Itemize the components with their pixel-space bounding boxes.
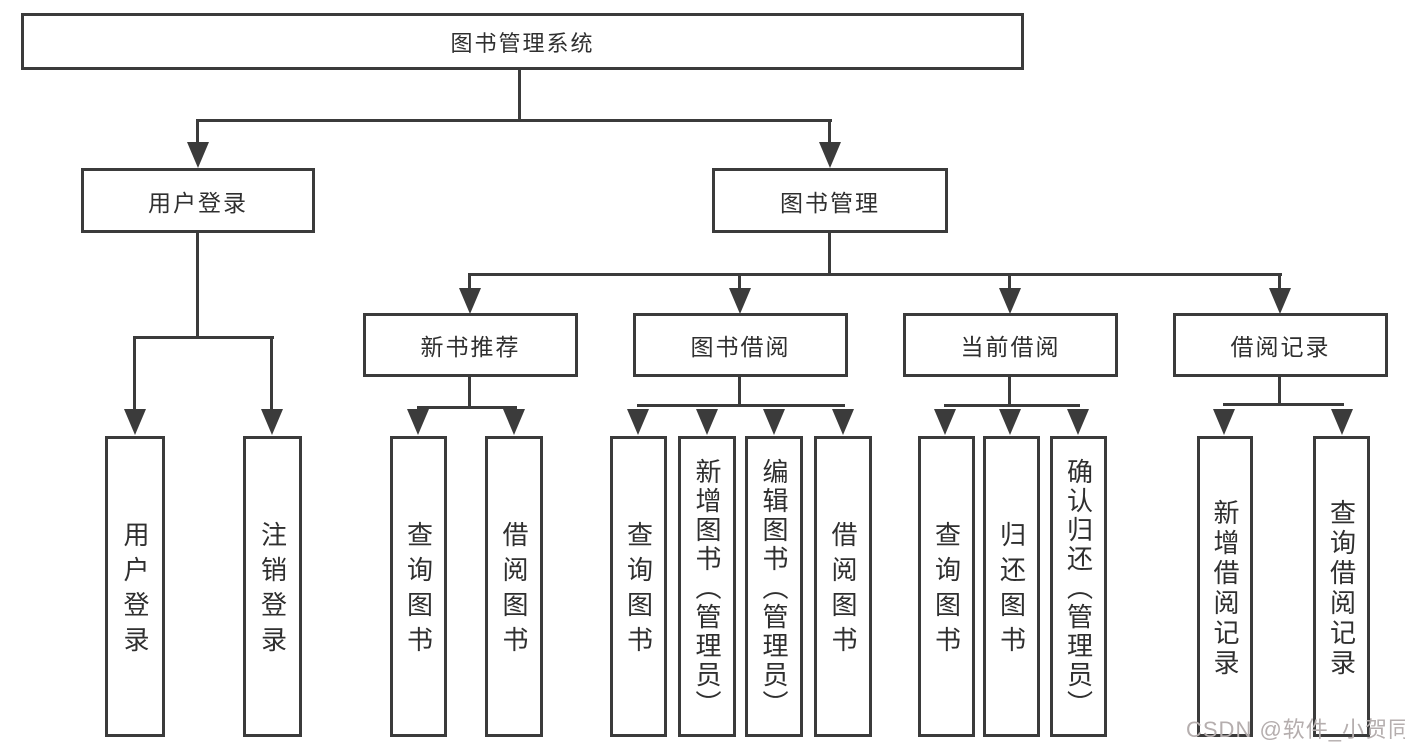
leaf-borrow-books-borrowing-label: 借阅图书 xyxy=(828,521,858,661)
edge-bookmgmt-drop-3 xyxy=(1008,273,1011,290)
leaf-edit-book-admin-label: 编辑图书（管理员） xyxy=(759,457,789,719)
node-user-login: 用户登录 xyxy=(81,168,315,233)
leaf-borrow-books-borrowing: 借阅图书 xyxy=(814,436,872,737)
leaf-borrow-books-newbook-label: 借阅图书 xyxy=(499,521,529,661)
leaf-user-login: 用户登录 xyxy=(105,436,165,737)
arrowhead-down-icon xyxy=(729,288,751,314)
edge-userlogin-drop-1 xyxy=(133,336,136,411)
leaf-borrow-books-newbook: 借阅图书 xyxy=(485,436,543,737)
leaf-add-borrow-record: 新增借阅记录 xyxy=(1197,436,1253,737)
edge-currentborrow-bar xyxy=(944,404,1080,407)
watermark: CSDN @软件_小贺同学 xyxy=(1186,717,1405,742)
leaf-edit-book-admin: 编辑图书（管理员） xyxy=(745,436,803,737)
edge-root-drop-right xyxy=(828,119,831,145)
arrowhead-down-icon xyxy=(763,409,785,435)
node-book-management: 图书管理 xyxy=(712,168,948,233)
leaf-add-book-admin: 新增图书（管理员） xyxy=(678,436,736,737)
leaf-query-books-current: 查询图书 xyxy=(918,436,975,737)
leaf-query-books-newbook: 查询图书 xyxy=(390,436,447,737)
arrowhead-down-icon xyxy=(819,142,841,168)
edge-bookmgmt-bar xyxy=(468,273,1282,276)
arrowhead-down-icon xyxy=(696,409,718,435)
edge-root-drop-left xyxy=(196,119,199,145)
node-book-borrowing: 图书借阅 xyxy=(633,313,848,377)
arrowhead-down-icon xyxy=(999,409,1021,435)
node-root-label: 图书管理系统 xyxy=(450,30,595,56)
leaf-add-borrow-record-label: 新增借阅记录 xyxy=(1210,498,1240,679)
node-root: 图书管理系统 xyxy=(21,13,1024,70)
node-current-borrowing-label: 当前借阅 xyxy=(960,334,1061,360)
arrowhead-down-icon xyxy=(459,288,481,314)
node-book-management-label: 图书管理 xyxy=(780,189,880,216)
leaf-query-books-borrowing-label: 查询图书 xyxy=(623,521,654,661)
arrowhead-down-icon xyxy=(999,288,1021,314)
arrowhead-down-icon xyxy=(503,409,525,435)
node-new-book-recommendation-label: 新书推荐 xyxy=(420,334,521,360)
edge-userlogin-bar xyxy=(133,336,274,339)
leaf-confirm-return-admin: 确认归还（管理员） xyxy=(1050,436,1107,737)
leaf-confirm-return-admin-label: 确认归还（管理员） xyxy=(1063,457,1094,719)
node-current-borrowing: 当前借阅 xyxy=(903,313,1118,377)
node-book-borrowing-label: 图书借阅 xyxy=(690,334,791,360)
leaf-return-books-label: 归还图书 xyxy=(996,521,1027,661)
node-borrowing-records: 借阅记录 xyxy=(1173,313,1388,377)
edge-bookmgmt-drop-1 xyxy=(468,273,471,290)
node-user-login-label: 用户登录 xyxy=(148,189,248,216)
edge-currentborrow-stem xyxy=(1008,377,1011,406)
edge-bookborrow-stem xyxy=(738,377,741,406)
arrowhead-down-icon xyxy=(1067,409,1089,435)
edge-borrowrecords-bar xyxy=(1223,403,1344,406)
edge-root-bar xyxy=(196,119,832,122)
leaf-query-books-borrowing: 查询图书 xyxy=(610,436,667,737)
leaf-query-borrow-record: 查询借阅记录 xyxy=(1313,436,1370,737)
arrowhead-down-icon xyxy=(934,409,956,435)
leaf-add-book-admin-label: 新增图书（管理员） xyxy=(692,457,722,719)
leaf-query-books-newbook-label: 查询图书 xyxy=(403,521,434,661)
node-new-book-recommendation: 新书推荐 xyxy=(363,313,578,377)
node-borrowing-records-label: 借阅记录 xyxy=(1230,334,1331,360)
leaf-query-borrow-record-label: 查询借阅记录 xyxy=(1326,498,1357,679)
leaf-logout-label: 注销登录 xyxy=(257,521,288,661)
edge-userlogin-stem xyxy=(196,233,199,337)
leaf-query-books-current-label: 查询图书 xyxy=(931,521,962,661)
edge-bookborrow-bar xyxy=(637,404,845,407)
arrowhead-down-icon xyxy=(124,409,146,435)
arrowhead-down-icon xyxy=(1331,409,1353,435)
arrowhead-down-icon xyxy=(832,409,854,435)
edge-bookmgmt-stem xyxy=(828,233,831,275)
edge-newbook-stem xyxy=(468,377,471,408)
arrowhead-down-icon xyxy=(1213,409,1235,435)
leaf-user-login-label: 用户登录 xyxy=(120,521,150,661)
edge-newbook-bar xyxy=(417,406,517,409)
edge-borrowrecords-stem xyxy=(1278,377,1281,405)
edge-bookmgmt-drop-2 xyxy=(738,273,741,290)
leaf-return-books: 归还图书 xyxy=(983,436,1040,737)
edge-userlogin-drop-2 xyxy=(270,336,273,411)
arrowhead-down-icon xyxy=(627,409,649,435)
edge-bookmgmt-drop-4 xyxy=(1278,273,1281,290)
edge-root-stem xyxy=(518,70,521,120)
arrowhead-down-icon xyxy=(187,142,209,168)
arrowhead-down-icon xyxy=(1269,288,1291,314)
arrowhead-down-icon xyxy=(407,409,429,435)
leaf-logout: 注销登录 xyxy=(243,436,302,737)
arrowhead-down-icon xyxy=(261,409,283,435)
